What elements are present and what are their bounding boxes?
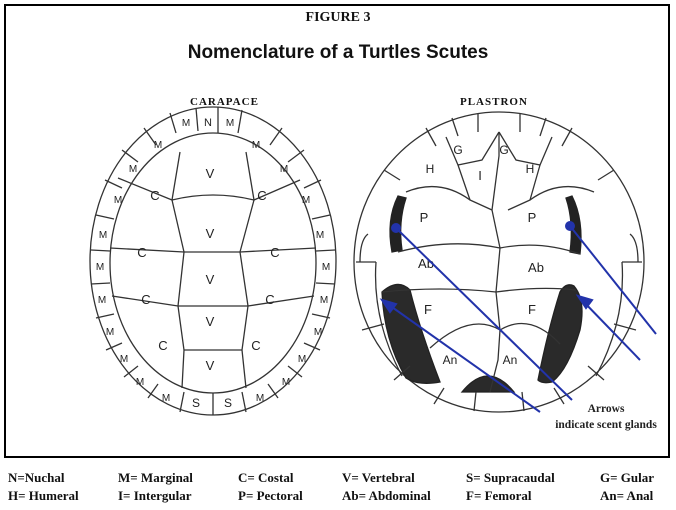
vertebral-scute-label: V (206, 166, 215, 181)
scute-diagram: N M M M M M M M M M M M M M M M M M M M … (0, 0, 676, 460)
marginal-scute-label: M (280, 164, 288, 175)
costal-scute-label: C (141, 292, 150, 307)
legend-nuchal: N=Nuchal (8, 470, 65, 486)
legend-abdominal: Ab= Abdominal (342, 488, 431, 504)
femoral-scute-label: F (528, 302, 536, 317)
marginal-scute-label: M (114, 195, 122, 206)
marginal-scute-label: M (314, 327, 322, 338)
plastron-diagram (354, 112, 644, 412)
humeral-pectoral-seam-left (406, 187, 470, 200)
humeral-scute-label: H (426, 162, 435, 176)
marginal-scute-label: M (320, 295, 328, 306)
legend-marginal: M= Marginal (118, 470, 193, 486)
vertebral-column-left (172, 152, 184, 388)
costal-scute-label: C (150, 188, 159, 203)
abdominal-scute-label: Ab (528, 260, 544, 275)
costal-scute-label: C (158, 338, 167, 353)
costal-divider-right-3 (248, 296, 314, 306)
costal-scute-label: C (251, 338, 260, 353)
femoral-scute-label: F (424, 302, 432, 317)
costal-divider-left-2 (110, 248, 184, 252)
marginal-scute-label: M (322, 262, 330, 273)
legend-vertebral: V= Vertebral (342, 470, 415, 486)
arrow-3-head (566, 222, 574, 230)
marginal-scute-label: M (120, 354, 128, 365)
gular-scute-label: G (453, 143, 462, 157)
vertebral-scute-label: V (206, 358, 215, 373)
legend-gular: G= Gular (600, 470, 654, 486)
pectoral-scute-label: P (420, 210, 429, 225)
vertebral-scute-label: V (206, 314, 215, 329)
vertebral-divider-1 (172, 195, 254, 200)
humeral-pectoral-seam-right (530, 187, 594, 200)
marginal-scute-label: M (98, 295, 106, 306)
legend-supracaudal: S= Supracaudal (466, 470, 555, 486)
marginal-scute-label: M (298, 354, 306, 365)
gular-scute-label: G (499, 143, 508, 157)
intergular-scute-label: I (478, 168, 482, 183)
marginal-scute-label: M (256, 393, 264, 404)
arrow-note-line1: Arrows (536, 403, 676, 415)
legend-intergular: I= Intergular (118, 488, 192, 504)
costal-divider-left-1 (118, 178, 172, 200)
supracaudal-scute-label: S (192, 396, 200, 410)
marginal-scute-label: M (252, 140, 260, 151)
legend-anal: An= Anal (600, 488, 653, 504)
carapace-scute-labels: N M M M M M M M M M M M M M M M M M M M … (96, 117, 330, 410)
legend-femoral: F= Femoral (466, 488, 532, 504)
arrow-1-head (392, 224, 400, 232)
marginal-scute-label: M (316, 230, 324, 241)
humeral-scute-label: H (526, 162, 535, 176)
marginal-scute-label: M (106, 327, 114, 338)
legend-pectoral: P= Pectoral (238, 488, 303, 504)
vertebral-scute-label: V (206, 272, 215, 287)
marginal-scute-label: M (282, 377, 290, 388)
marginal-scute-label: M (302, 195, 310, 206)
marginal-scute-label: M (136, 377, 144, 388)
marginal-scute-label: M (182, 118, 190, 129)
costal-scute-label: C (257, 188, 266, 203)
marginal-scute-label: M (96, 262, 104, 273)
arrow-note-line2: indicate scent glands (536, 419, 676, 431)
marginal-scute-label: M (226, 118, 234, 129)
legend-humeral: H= Humeral (8, 488, 79, 504)
vertebral-scute-label: V (206, 226, 215, 241)
scent-gland-posterior (462, 376, 514, 392)
femoral-anal-seam (430, 324, 560, 348)
legend-costal: C= Costal (238, 470, 293, 486)
marginal-scute-label: M (154, 140, 162, 151)
anal-scute-label: An (503, 353, 518, 367)
costal-scute-label: C (265, 292, 274, 307)
marginal-scute-label: M (129, 164, 137, 175)
scent-gland-right-lower (538, 285, 582, 383)
plastron-midline (490, 132, 500, 392)
anal-scute-label: An (443, 353, 458, 367)
nuchal-scute-label: N (204, 117, 212, 129)
marginal-scute-label: M (162, 393, 170, 404)
pectoral-abdominal-seam-right (500, 245, 580, 254)
costal-scute-label: C (137, 245, 146, 260)
supracaudal-scute-label: S (224, 396, 232, 410)
marginal-scute-label: M (99, 230, 107, 241)
pectoral-scute-label: P (528, 210, 537, 225)
plastron-scute-labels: G G I H H P P Ab Ab F F An An (418, 143, 544, 367)
costal-scute-label: C (270, 245, 279, 260)
